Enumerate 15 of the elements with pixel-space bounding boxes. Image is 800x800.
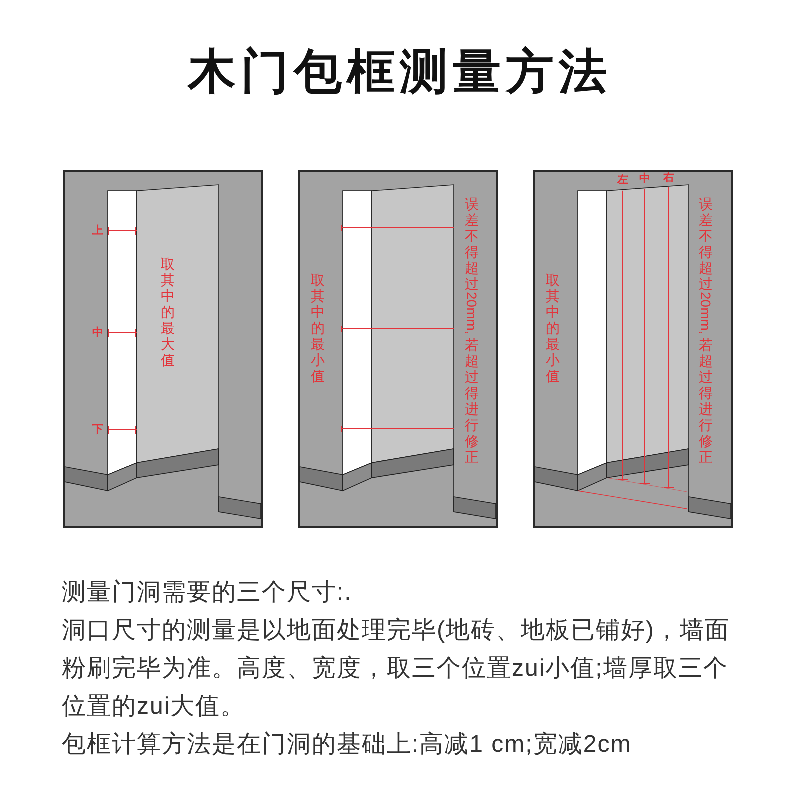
instruction-text: 包框计算方法是在门洞的基础上:高减1 cm;宽减2cm [62,730,633,760]
note-text: 取其中的最小值 [310,272,326,384]
position-label: 上 [92,225,104,237]
position-label: 中 [92,327,104,339]
position-label: 右 [664,172,674,184]
page-title: 木门包框测量方法 [188,45,612,101]
position-label: 下 [92,424,104,436]
note-text: 取其中的最小值 [545,272,561,384]
position-label: 左 [618,174,628,186]
note-text: 误差不得超过20mm,若超过得进行修正 [698,196,714,465]
note-text: 取其中的最大值 [160,256,176,368]
instruction-text: 洞口尺寸的测量是以地面处理完毕(地砖、地板已铺好)，墙面粉刷完毕为准。高度、宽度，取三个位置zui小值;墙厚取三个位置的zui大值。 [62,616,731,722]
instruction-text: 测量门洞需要的三个尺寸:. [62,578,354,608]
note-text: 误差不得超过20mm,若超过得进行修正 [464,196,480,465]
position-label: 中 [640,173,650,185]
